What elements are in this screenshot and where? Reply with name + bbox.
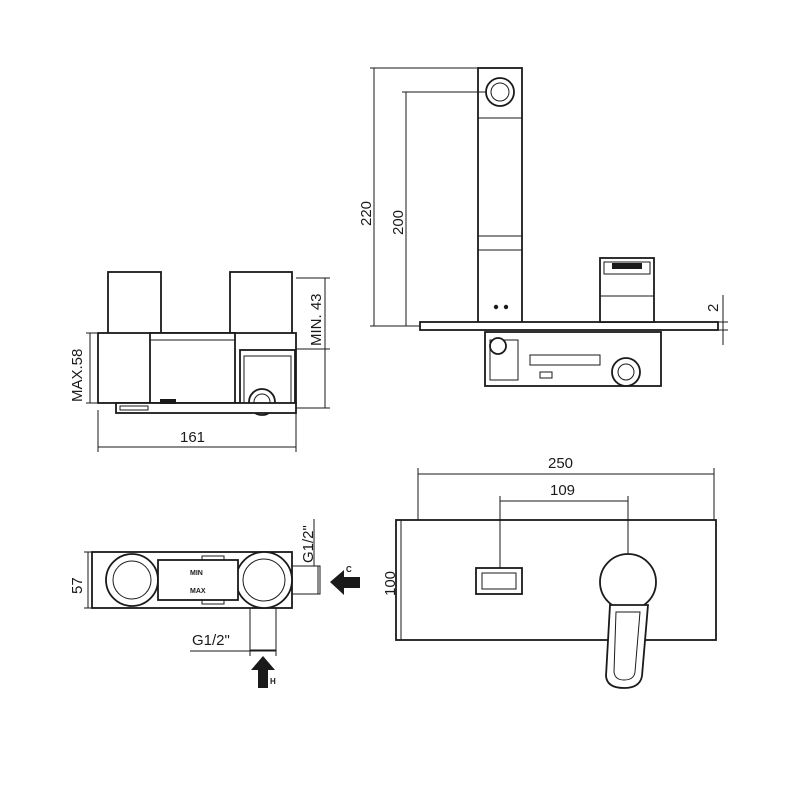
cap-left	[107, 271, 162, 335]
wall-plate	[419, 321, 719, 331]
dim-220: 220	[358, 201, 375, 226]
mixer-chamber	[157, 559, 239, 601]
top-view-concealed-body	[84, 519, 360, 688]
dim-max-58: MAX.58	[69, 349, 86, 402]
label-cold: C	[346, 565, 352, 574]
hot-inlet	[249, 607, 277, 651]
dim-thread-hot: G1/2"	[192, 632, 230, 649]
cartridge-seat-right	[235, 551, 293, 609]
connection-ring	[611, 357, 641, 387]
dim-thread-cold: G1/2"	[300, 525, 317, 563]
side-view-spout	[370, 67, 728, 387]
front-plate	[395, 519, 717, 641]
cartridge-seat-left	[105, 553, 159, 607]
spout	[477, 67, 523, 327]
label-max: MAX	[190, 588, 206, 595]
lever-handle-front	[605, 604, 649, 689]
dim-250: 250	[548, 455, 573, 472]
dim-plate-2: 2	[705, 304, 722, 312]
cap-right	[229, 271, 293, 335]
dim-depth-57: 57	[69, 577, 86, 594]
spout-outlet	[485, 77, 515, 107]
hot-inlet-arrow-icon	[251, 656, 275, 688]
label-hot: H	[270, 677, 276, 686]
base-plate	[115, 402, 297, 414]
dim-200: 200	[390, 210, 407, 235]
lever-base	[599, 553, 657, 611]
dim-height-100: 100	[382, 571, 399, 596]
label-min: MIN	[190, 570, 203, 577]
front-view-wall-plate	[395, 468, 717, 689]
side-view-concealed-body	[86, 271, 330, 452]
dim-min-43: MIN. 43	[308, 293, 325, 346]
spout-front	[475, 567, 523, 595]
cold-inlet-arrow-icon	[330, 570, 360, 595]
body-center	[149, 332, 236, 404]
dim-109: 109	[550, 482, 575, 499]
cold-inlet	[291, 565, 321, 595]
dim-161: 161	[180, 429, 205, 446]
